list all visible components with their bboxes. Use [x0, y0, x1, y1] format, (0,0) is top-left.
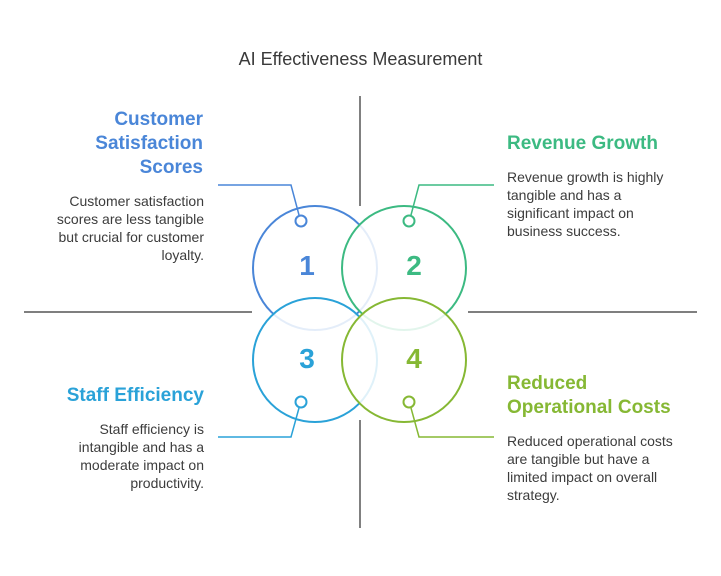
- heading-4: Reduced Operational Costs: [507, 373, 671, 418]
- connector-1-dot: [294, 214, 308, 228]
- description-2: Revenue growth is highly tangible and ha…: [507, 169, 664, 239]
- connector-2-dot: [402, 214, 416, 228]
- connector-3: [218, 407, 300, 438]
- description-1: Customer satisfaction scores are less ta…: [56, 193, 204, 263]
- connector-4-dot: [402, 395, 416, 409]
- connector-4: [410, 407, 494, 438]
- description-3: Staff efficiency is intangible and has a…: [78, 421, 204, 491]
- heading-3: Staff Efficiency: [66, 385, 204, 406]
- description-4: Reduced operational costs are tangible b…: [507, 433, 673, 503]
- connector-3-dot: [294, 395, 308, 409]
- connector-2: [410, 184, 494, 216]
- heading-2: Revenue Growth: [507, 133, 658, 154]
- number-4: 4: [406, 343, 422, 374]
- heading-1: Customer Satisfaction Scores: [95, 109, 203, 178]
- number-2: 2: [406, 250, 422, 281]
- diagram-title: AI Effectiveness Measurement: [238, 49, 483, 69]
- circle-4: [341, 297, 467, 423]
- connector-1: [218, 184, 300, 216]
- number-3: 3: [299, 343, 315, 374]
- number-1: 1: [299, 250, 315, 281]
